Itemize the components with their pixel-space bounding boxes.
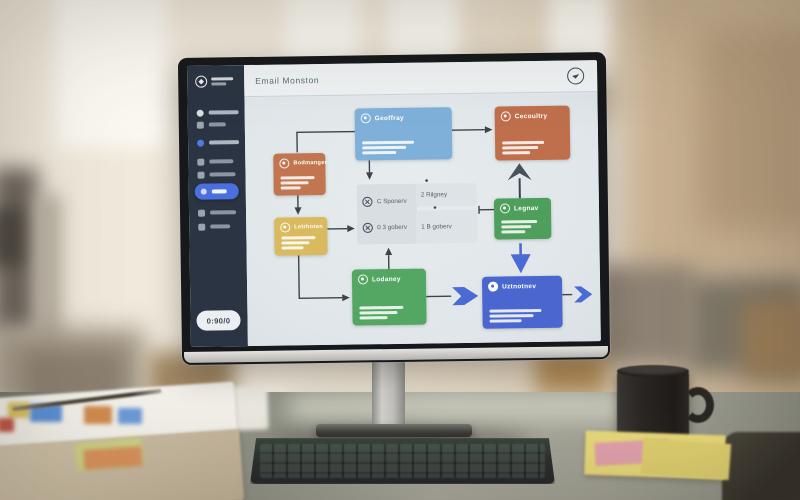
sidebar-item-4[interactable]: [197, 156, 234, 167]
logo-wordmark: [211, 75, 234, 87]
circle-dot-icon: [488, 281, 499, 292]
books-blur: [0, 208, 24, 266]
node-label: Bodmanger: [293, 159, 328, 167]
send-icon: [572, 74, 580, 79]
app-logo: [195, 75, 234, 88]
curtain-blur: [700, 30, 800, 230]
monitor-stand-base: [316, 424, 472, 437]
print-thumbnail: [84, 406, 112, 424]
flow-node-lodaney[interactable]: Lodaney: [351, 268, 427, 326]
square-icon: [197, 158, 205, 166]
flow-canvas: Geoffray Cecoultry Bodmanger: [244, 93, 601, 347]
file-icon: [196, 121, 204, 129]
circle-dot-icon: [360, 113, 371, 124]
furniture-blur: [598, 265, 693, 365]
shuffle-icon: [362, 222, 373, 233]
flow-node-legnav[interactable]: Legnav: [493, 197, 552, 240]
circle-dot-icon: [280, 222, 291, 233]
flow-node-letrhoton[interactable]: Letrhoton: [274, 216, 328, 256]
flow-node-bodmanger[interactable]: Bodmanger: [273, 152, 328, 196]
condition-panel-right-1[interactable]: 2 Rilgney: [415, 182, 477, 207]
sticky-note: [83, 446, 143, 470]
print-thumbnail: [30, 404, 62, 422]
blue-dot-icon: [197, 139, 205, 147]
monitor: 0:90/0 Email Monston: [177, 52, 611, 365]
home-icon: [196, 109, 204, 117]
chevron-right-arrow: [574, 286, 593, 303]
sidebar-item-5[interactable]: [197, 169, 236, 180]
square-icon: [197, 171, 205, 179]
condition-row: C Sponerv: [362, 195, 407, 207]
desk-reflection: [290, 392, 630, 422]
diamond-logo-icon: [195, 75, 208, 88]
print-thumbnail: [0, 418, 14, 432]
circle-dot-icon: [500, 111, 511, 122]
laptop-corner: [722, 432, 800, 500]
circle-dot-icon: [279, 158, 290, 169]
node-label: Letrhoton: [294, 223, 324, 231]
chevron-down-arrow: [510, 254, 531, 274]
condition-panel-left[interactable]: C Sponerv 0 3 goberv: [356, 183, 418, 245]
circle-dot-icon: [499, 203, 511, 214]
node-label: Geoffray: [374, 114, 404, 122]
node-label: Lodaney: [371, 275, 401, 283]
flow-node-geoffray[interactable]: Geoffray: [354, 107, 453, 161]
chevron-up-arrow: [507, 163, 532, 181]
condition-panel-right-2[interactable]: 1 B goberv: [416, 209, 478, 244]
flow-connectors: [294, 126, 593, 306]
page-title: Email Monston: [255, 75, 320, 86]
chevron-right-arrow: [452, 287, 479, 306]
node-label: Uztnotnev: [502, 282, 537, 290]
monitor-stand-neck: [372, 355, 405, 431]
square-icon: [198, 223, 206, 231]
coffee-mug: [617, 365, 689, 442]
circle-dot-icon: [357, 274, 369, 285]
app-window: 0:90/0 Email Monston: [186, 60, 601, 347]
doorframe-blur: [36, 195, 62, 345]
sidebar-item-7[interactable]: [197, 207, 237, 218]
sidebar-item-8[interactable]: [198, 221, 231, 231]
shuffle-icon: [362, 196, 373, 207]
main-panel: Email Monston: [243, 60, 601, 347]
wood-furniture-blur: [742, 300, 800, 380]
print-thumbnail: [118, 408, 142, 424]
send-button[interactable]: [567, 67, 585, 85]
mug-handle: [682, 387, 714, 423]
flow-node-uztnotnev[interactable]: Uztnotnev: [481, 275, 563, 329]
keyboard: [250, 438, 555, 484]
sidebar-item-3[interactable]: [197, 137, 240, 148]
app-header: Email Monston: [243, 60, 598, 98]
sticky-note-yellow: [640, 437, 732, 481]
version-badge: 0:90/0: [196, 310, 241, 331]
sidebar-item-active[interactable]: [194, 183, 239, 200]
flow-node-cecoultry[interactable]: Cecoultry: [494, 105, 571, 161]
sidebar-item-2[interactable]: [196, 119, 226, 129]
dot-icon: [200, 188, 207, 195]
sidebar-item-1[interactable]: [196, 107, 239, 118]
window-pane: [55, 0, 167, 148]
square-icon: [197, 209, 206, 217]
node-label: Legnav: [513, 204, 539, 212]
node-label: Cecoultry: [514, 112, 548, 120]
condition-row: 0 3 goberv: [362, 221, 407, 233]
sidebar: 0:90/0: [186, 65, 248, 347]
